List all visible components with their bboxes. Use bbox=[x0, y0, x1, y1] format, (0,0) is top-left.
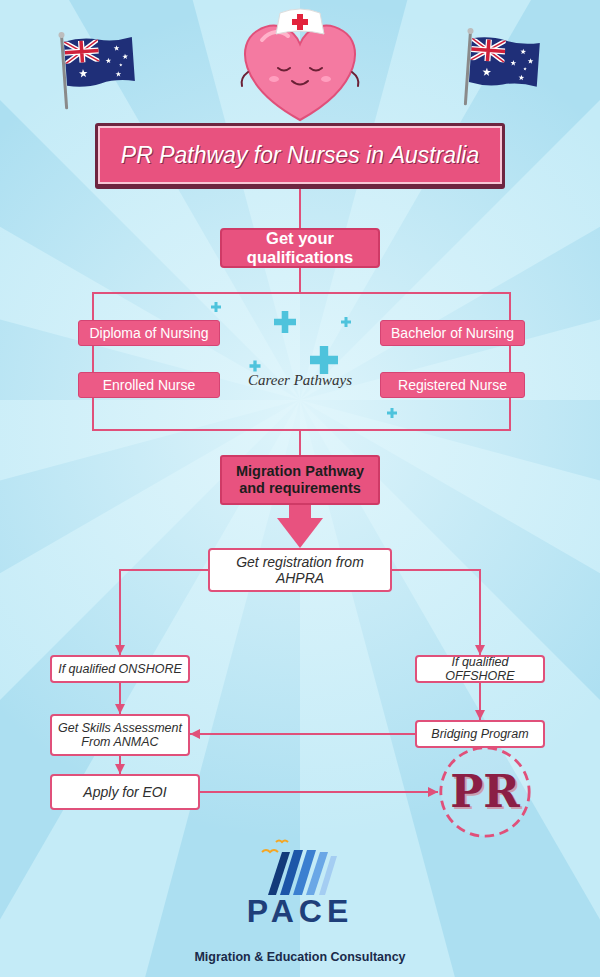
logo-text: PACE bbox=[190, 893, 410, 930]
node-text: Registered Nurse bbox=[398, 377, 507, 393]
node-text: PR bbox=[450, 767, 520, 818]
stage-box: Get your qualifications bbox=[220, 228, 380, 268]
block-arrow bbox=[289, 505, 311, 518]
process-box: Get Skills Assessment From ANMAC bbox=[50, 714, 190, 756]
node-text: PR Pathway for Nurses in Australia bbox=[121, 142, 479, 168]
flow-connector bbox=[190, 733, 415, 735]
career-box: Enrolled Nurse bbox=[78, 372, 220, 398]
node-text: If qualified ONSHORE bbox=[58, 662, 182, 676]
node-text: Get registration from AHPRA bbox=[214, 554, 386, 586]
flow-connector bbox=[479, 683, 481, 720]
flow-connector bbox=[200, 791, 438, 793]
flow-connector bbox=[392, 570, 480, 655]
goal-circle: PR bbox=[438, 745, 532, 839]
flow-connector bbox=[509, 346, 511, 372]
flow-connector bbox=[120, 570, 208, 655]
flow-connector bbox=[299, 187, 301, 228]
node-text: Bridging Program bbox=[431, 727, 528, 741]
node-text: Diploma of Nursing bbox=[89, 325, 208, 341]
node-text: Apply for EOI bbox=[83, 784, 166, 800]
node-text: Migration Pathway and requirements bbox=[226, 463, 374, 496]
circle-outline bbox=[441, 748, 529, 836]
node-text: Bachelor of Nursing bbox=[391, 325, 514, 341]
node-text: Get your qualifications bbox=[226, 229, 374, 267]
node-text: Enrolled Nurse bbox=[103, 377, 196, 393]
flow-connector bbox=[300, 268, 510, 320]
condition-box: If qualified ONSHORE bbox=[50, 655, 190, 683]
flow-connector bbox=[119, 756, 121, 774]
flow-connector bbox=[93, 398, 300, 455]
node-text: If qualified OFFSHORE bbox=[421, 655, 539, 684]
course-box: Bachelor of Nursing bbox=[380, 320, 525, 346]
course-box: Diploma of Nursing bbox=[78, 320, 220, 346]
flow-connector bbox=[119, 683, 121, 714]
flow-connector bbox=[300, 398, 510, 455]
stage-box: Migration Pathway and requirements bbox=[220, 455, 380, 505]
process-box: Bridging Program bbox=[415, 720, 545, 748]
caption-text: Career Pathways bbox=[235, 372, 365, 389]
logo-tagline: Migration & Education Consultancy bbox=[130, 950, 470, 964]
title-box: PR Pathway for Nurses in Australia bbox=[95, 123, 505, 187]
process-box: Get registration from AHPRA bbox=[208, 548, 392, 592]
flow-connector bbox=[93, 268, 300, 320]
flow-connector bbox=[92, 346, 94, 372]
career-box: Registered Nurse bbox=[380, 372, 525, 398]
process-box: Apply for EOI bbox=[50, 774, 200, 810]
condition-box: If qualified OFFSHORE bbox=[415, 655, 545, 683]
node-text: Get Skills Assessment From ANMAC bbox=[56, 721, 184, 750]
